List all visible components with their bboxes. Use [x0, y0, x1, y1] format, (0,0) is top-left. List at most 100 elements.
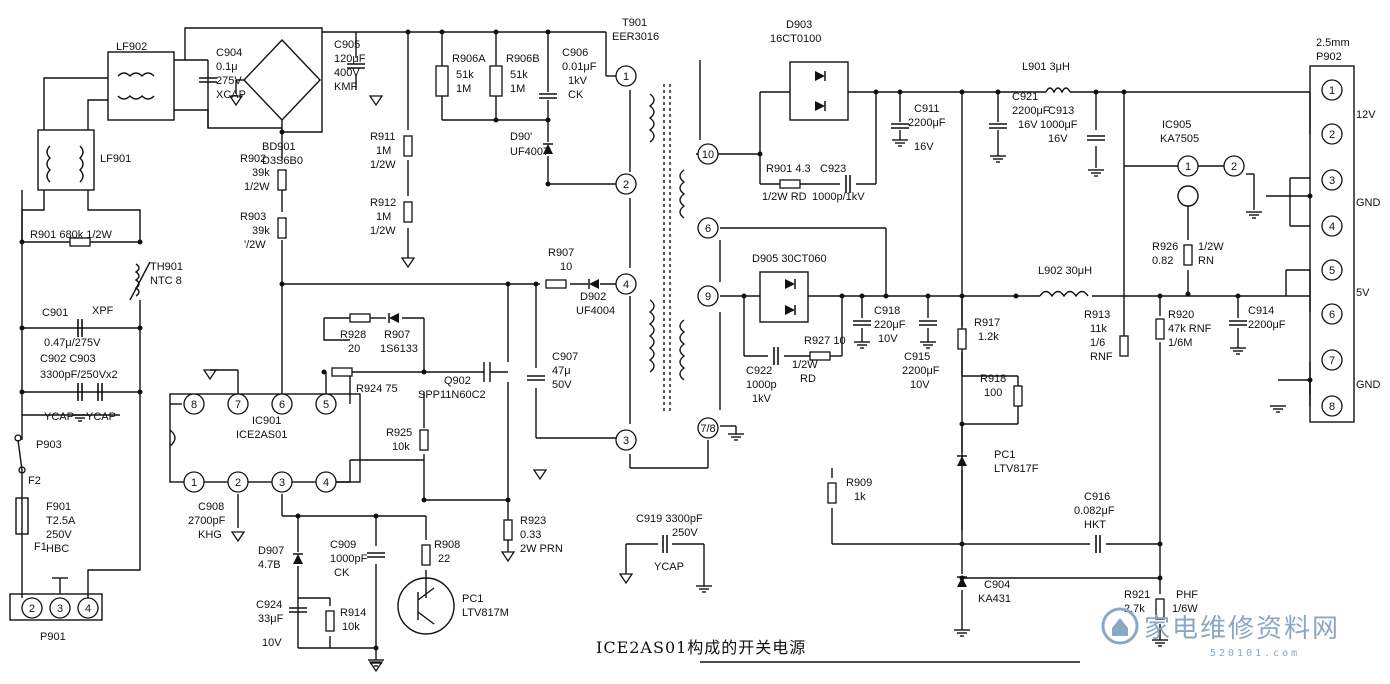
label-r903b: 39k: [252, 225, 270, 237]
label-r920b: 47k RNF: [1168, 323, 1212, 335]
label-c915: C915: [904, 351, 930, 363]
label-r901: R901 680k 1/2W: [30, 229, 113, 241]
label-r911b: 1M: [376, 145, 391, 157]
junction-dots: [19, 29, 1313, 651]
label-r927c: RD: [800, 373, 816, 385]
label-th2: NTC 8: [150, 275, 182, 287]
label-d901: D90': [510, 131, 532, 143]
label-c909c: CK: [334, 567, 350, 579]
label-d905: D905 30CT060: [752, 253, 827, 265]
label-c904s: C904: [984, 579, 1010, 591]
label-c911b: 2200μF: [908, 117, 946, 129]
label-c908: C908: [198, 501, 224, 513]
pin-number: 2: [1329, 129, 1335, 141]
label-r913: R913: [1084, 309, 1110, 321]
label-ic901: IC901: [252, 415, 281, 427]
pin-number: 6: [1329, 309, 1335, 321]
label-c922b: 1000p: [746, 379, 777, 391]
label-ycap1: YCAP: [44, 411, 74, 423]
label-r928: R928: [340, 329, 366, 341]
label-r914: R914: [340, 607, 366, 619]
watermark-logo-text: 家电维修资料网: [1144, 614, 1341, 644]
label-r926b: 0.82: [1152, 255, 1173, 267]
label-r923c: 2W PRN: [520, 543, 563, 555]
label-d902b: UF4004: [576, 305, 615, 317]
label-bd2: D3S6B0: [262, 155, 303, 167]
label-r914b: 10k: [342, 621, 360, 633]
label-f1: F1: [34, 541, 47, 553]
label-r928b: 20: [348, 343, 360, 355]
label-r906a3: 1M: [456, 83, 471, 95]
label-pc1c: PC1: [994, 449, 1015, 461]
label-c909: C909: [330, 539, 356, 551]
label-r907x: R907: [384, 329, 410, 341]
label-c923: C923: [820, 163, 846, 175]
label-c923b: 1000p/1kV: [812, 191, 865, 203]
label-v5: 5V: [1356, 287, 1370, 299]
label-c907c: 50V: [552, 379, 572, 391]
label-c909b: 1000pF: [330, 553, 368, 565]
label-f901d: HBC: [46, 543, 69, 555]
label-c921b: 2200μF: [1012, 105, 1050, 117]
label-r913d: RNF: [1090, 351, 1113, 363]
label-c906b: 0.01μF: [562, 61, 597, 73]
label-r906b2: 51k: [510, 69, 528, 81]
label-c904s2: KA431: [978, 593, 1011, 605]
component-labels: LF902LF901C9040.1μ275VXCAPBD901D3S6B0C90…: [28, 17, 1381, 649]
label-c916b: 0.082μF: [1074, 505, 1115, 517]
pin-number: 8: [191, 399, 197, 411]
label-c904a: C904: [216, 47, 242, 59]
diagram-caption: ICE2AS01构成的开关电源: [596, 638, 807, 657]
label-p901: P901: [40, 631, 66, 643]
label-gnd1: GND: [1356, 197, 1381, 209]
label-gnd2: GND: [1356, 379, 1381, 391]
label-c919b: 250V: [672, 527, 698, 539]
label-r913c: 1/6: [1090, 337, 1105, 349]
label-c918c: 10V: [878, 333, 898, 345]
pin-number: 3: [623, 435, 629, 447]
label-r917b: 1.2k: [978, 331, 999, 343]
label-f2: F2: [28, 475, 41, 487]
pin-number: 6: [279, 399, 285, 411]
label-r913b: 11k: [1090, 323, 1107, 335]
label-r906a2: 51k: [456, 69, 474, 81]
label-c911: C911: [914, 103, 939, 115]
label-c922c: 1kV: [752, 393, 772, 405]
label-r921: R921: [1124, 589, 1150, 601]
label-f901b: T2.5A: [46, 515, 76, 527]
pin-number: 3: [57, 603, 63, 615]
label-r901s2: 1/2W RD: [762, 191, 807, 203]
label-r926: R926: [1152, 241, 1178, 253]
pin-number: 3: [1329, 175, 1335, 187]
label-r901s: R901 4.3: [766, 163, 811, 175]
pin-number: 8: [1329, 401, 1335, 413]
label-r909: R909: [846, 477, 872, 489]
label-c918: C918: [874, 305, 900, 317]
label-r925b: 10k: [392, 441, 410, 453]
label-r925: R925: [386, 427, 412, 439]
label-r912c: 1/2W: [370, 225, 396, 237]
label-c924c: 10V: [262, 637, 282, 649]
label-r923b: 0.33: [520, 529, 541, 541]
pin-number: 1: [1185, 161, 1191, 173]
label-c905d: KMF: [334, 81, 358, 93]
label-t901b: EER3016: [612, 31, 659, 43]
label-lf901: LF901: [100, 153, 131, 165]
label-ic901b: ICE2AS01: [236, 429, 287, 441]
label-r912: R912: [370, 197, 396, 209]
label-r926c: 1/2W: [1198, 241, 1224, 253]
label-c916c: HKT: [1084, 519, 1106, 531]
label-d902: D902: [580, 291, 606, 303]
label-r917: R917: [974, 317, 1000, 329]
label-c908c: KHG: [198, 529, 222, 541]
label-r907xb: 1S6133: [380, 343, 418, 355]
label-c921: C921: [1012, 91, 1038, 103]
label-v12: 12V: [1356, 109, 1376, 121]
label-c902: C902 C903: [40, 353, 96, 365]
pin-number: 4: [323, 477, 329, 489]
pin-circles: [21, 65, 1343, 619]
label-c914: C914: [1248, 305, 1274, 317]
label-c904d: XCAP: [216, 89, 246, 101]
label-r924: R924 75: [356, 383, 398, 395]
